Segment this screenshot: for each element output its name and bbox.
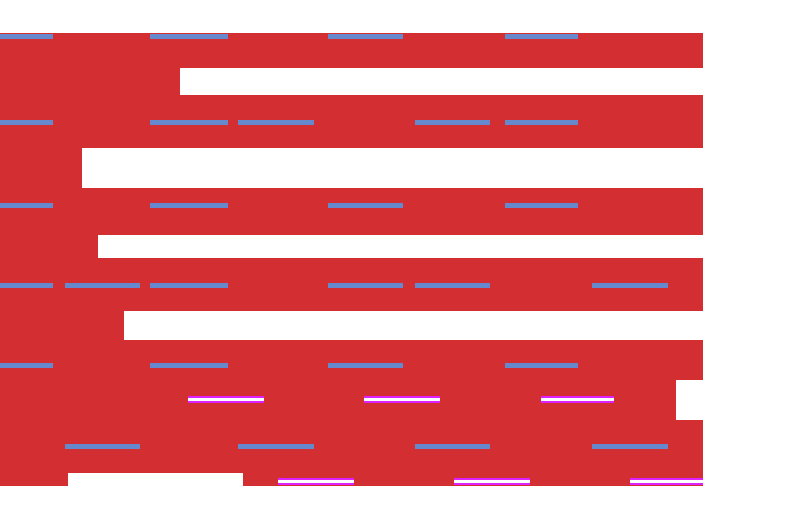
gap-4: [124, 311, 703, 340]
line-r6-c4[interactable]: [592, 444, 668, 449]
line-r2-c2[interactable]: [150, 120, 228, 125]
highlight-b1[interactable]: [278, 478, 354, 485]
line-r5-c3[interactable]: [328, 363, 403, 368]
band-3: [0, 95, 703, 148]
highlight-a1[interactable]: [188, 396, 264, 403]
line-r2-c1[interactable]: [0, 120, 53, 125]
highlight-b3[interactable]: [630, 478, 703, 485]
line-r2-c3[interactable]: [238, 120, 314, 125]
band-6: [0, 235, 98, 258]
line-r3-c3[interactable]: [328, 203, 403, 208]
line-r4-c1[interactable]: [0, 283, 53, 288]
line-r1-c2[interactable]: [150, 34, 228, 39]
gap-2: [82, 148, 799, 188]
line-r6-c2[interactable]: [238, 444, 314, 449]
line-r3-c2[interactable]: [150, 203, 228, 208]
line-r4-c3[interactable]: [150, 283, 228, 288]
highlight-a2[interactable]: [364, 396, 440, 403]
highlight-a3[interactable]: [541, 396, 614, 403]
line-r4-c4[interactable]: [328, 283, 403, 288]
band-9: [0, 340, 703, 380]
band-12: [0, 473, 68, 486]
band-8: [0, 311, 124, 340]
line-r4-c2[interactable]: [65, 283, 140, 288]
gap-1: [180, 68, 703, 95]
band-5: [0, 188, 703, 235]
line-r5-c2[interactable]: [150, 363, 228, 368]
band-4: [0, 148, 82, 188]
line-r4-c5[interactable]: [415, 283, 490, 288]
line-r1-c3[interactable]: [328, 34, 403, 39]
line-r3-c1[interactable]: [0, 203, 53, 208]
line-r2-c4[interactable]: [415, 120, 490, 125]
line-r5-c4[interactable]: [505, 363, 578, 368]
highlight-b2[interactable]: [454, 478, 530, 485]
line-r5-c1[interactable]: [0, 363, 53, 368]
line-r1-c1[interactable]: [0, 34, 53, 39]
gap-3: [98, 235, 703, 258]
line-r1-c4[interactable]: [505, 34, 578, 39]
line-r4-c6[interactable]: [592, 283, 668, 288]
line-r6-c3[interactable]: [415, 444, 490, 449]
line-r2-c5[interactable]: [505, 120, 578, 125]
gap-5: [676, 380, 799, 420]
line-r3-c4[interactable]: [505, 203, 578, 208]
line-r6-c1[interactable]: [65, 444, 140, 449]
gap-6: [68, 473, 243, 509]
band-2: [0, 68, 180, 95]
